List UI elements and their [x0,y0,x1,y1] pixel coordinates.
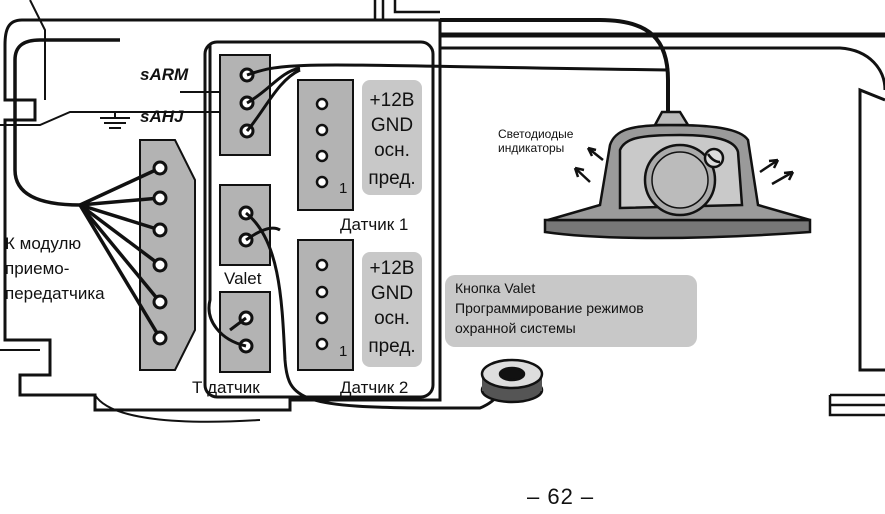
t-sensor-connector [219,291,271,373]
sensor1-pin-12v: +12В [369,90,415,111]
valet-connector-label: Valet [224,269,262,288]
sensor1-pin-main: осн. [374,140,410,161]
sensor2-pin-gnd: GND [370,283,414,304]
valet-button-label-line2: Программирование режимов [455,300,644,316]
sensor1-pin-one: 1 [339,180,348,197]
valet-button-label-box [445,275,697,347]
sensor2-pin-main: осн. [374,308,410,329]
t-sensor-label: Т датчик [192,378,260,397]
sensor1-label: Датчик 1 [340,215,409,234]
light-arrows-icon [573,146,795,186]
receiver-label-line2: приемо- [5,259,70,278]
valet-button [480,358,544,404]
unit-outline [3,18,442,412]
page-number: – 62 – [527,484,595,509]
sensor2-pin-12v: +12В [369,258,415,279]
receiver-label-line1: К модулю [5,234,82,253]
ground-symbol [100,112,130,129]
led-indicator-module [543,110,812,240]
module-frame [203,40,435,399]
receiver-pins [152,160,168,346]
valet-button-label-line3: охранной системы [455,320,576,336]
sensor2-label: Датчик 2 [340,378,409,397]
sensor1-pin-gnd: GND [370,115,414,136]
receiver-label-line3: передатчика [5,284,105,303]
sensor1-pin-labels-box [362,80,422,195]
valet-button-label-line1: Кнопка Valet [455,280,536,296]
sensor2-pin-labels-box [362,252,422,367]
sensor1-pin-warn: пред. [368,168,416,189]
led-label-line1: Светодиодые [498,127,574,141]
sensor2-pin-one: 1 [339,343,348,360]
led-label-line2: индикаторы [498,141,565,155]
unit-outline-inner-edge [94,394,261,423]
sensor2-pin-warn: пред. [368,336,416,357]
sahj-label: sAHJ [140,107,184,126]
valet-connector [219,184,271,266]
sarm-label: sARM [140,65,189,84]
